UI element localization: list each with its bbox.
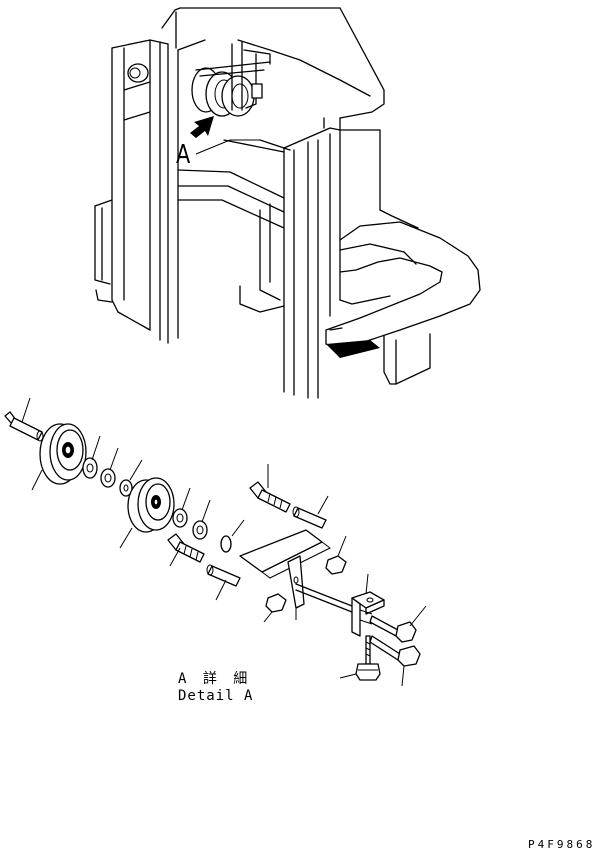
top-cross-member: [161, 7, 385, 211]
pulley-bracket-plate: [239, 529, 331, 620]
pulley-shaft-pin: [4, 397, 44, 442]
drawing-number: P4F9868: [528, 838, 596, 851]
fork-carriage: [325, 209, 481, 385]
pulley-bolt: [167, 533, 205, 567]
arrow-icon: [190, 116, 214, 138]
angle-bracket: [351, 573, 385, 637]
bearing-set-2: [172, 487, 245, 553]
mast-top-pulleys: [191, 41, 271, 117]
mast-assembly: [94, 7, 481, 399]
view-label-a: A: [176, 140, 191, 170]
detail-title-japanese: A 詳 細: [178, 671, 252, 687]
bearing-set-1: [82, 435, 143, 497]
adjust-bolt-with-nut: [339, 635, 381, 681]
right-mast-rail: [94, 129, 341, 399]
bracket-bolts-right: [369, 605, 427, 687]
collar-pipe-upper: [292, 495, 329, 529]
detail-title-english: Detail A: [178, 688, 254, 704]
left-mast-rail: [111, 39, 179, 344]
tie-rod: [295, 583, 353, 613]
pulley-large-1: [31, 423, 87, 491]
detail-a-exploded-view: [4, 397, 427, 687]
nut-lower: [263, 593, 287, 623]
lower-cross-body: [177, 139, 285, 229]
view-leader-line: [195, 139, 260, 155]
pulley-large-2: [119, 477, 175, 549]
bracket-bolt-upper: [249, 464, 291, 513]
collar-pipe-lower: [206, 564, 241, 601]
nut-right: [325, 535, 347, 575]
